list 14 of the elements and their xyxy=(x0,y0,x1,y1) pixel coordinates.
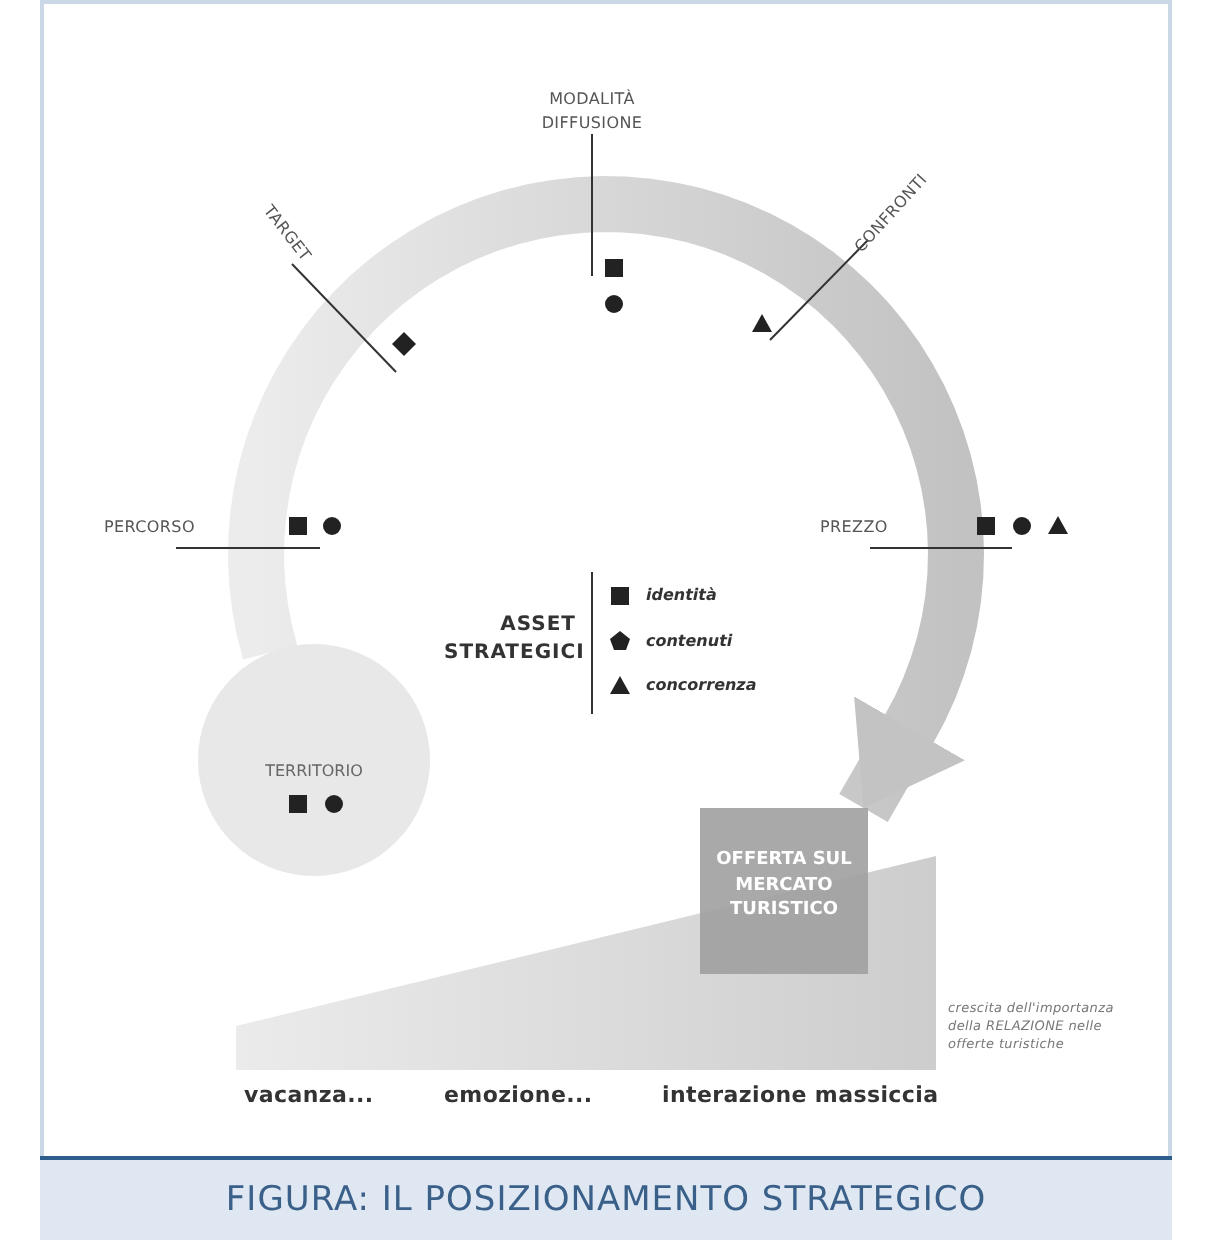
legend-text: contenuti xyxy=(646,629,733,652)
curved-arrow xyxy=(228,176,984,822)
phase-label: vacanza... xyxy=(244,1082,374,1109)
axis-label: PERCORSO xyxy=(104,518,195,538)
legend-text: concorrenza xyxy=(646,674,757,697)
figure-caption: FIGURA: IL POSIZIONAMENTO STRATEGICO xyxy=(40,1156,1172,1240)
phase-label: emozione... xyxy=(444,1082,593,1109)
offer-box xyxy=(700,808,868,974)
node-text: OFFERTA SUL MERCATO TURISTICO xyxy=(714,848,854,924)
legend-text: identità xyxy=(646,584,717,607)
axis-label: MODALITÀ DIFFUSIONE xyxy=(539,88,645,136)
axis-label: PREZZO xyxy=(820,518,888,538)
node-text: TERRITORIO xyxy=(263,760,365,783)
phase-label: interazione massiccia xyxy=(662,1082,939,1109)
